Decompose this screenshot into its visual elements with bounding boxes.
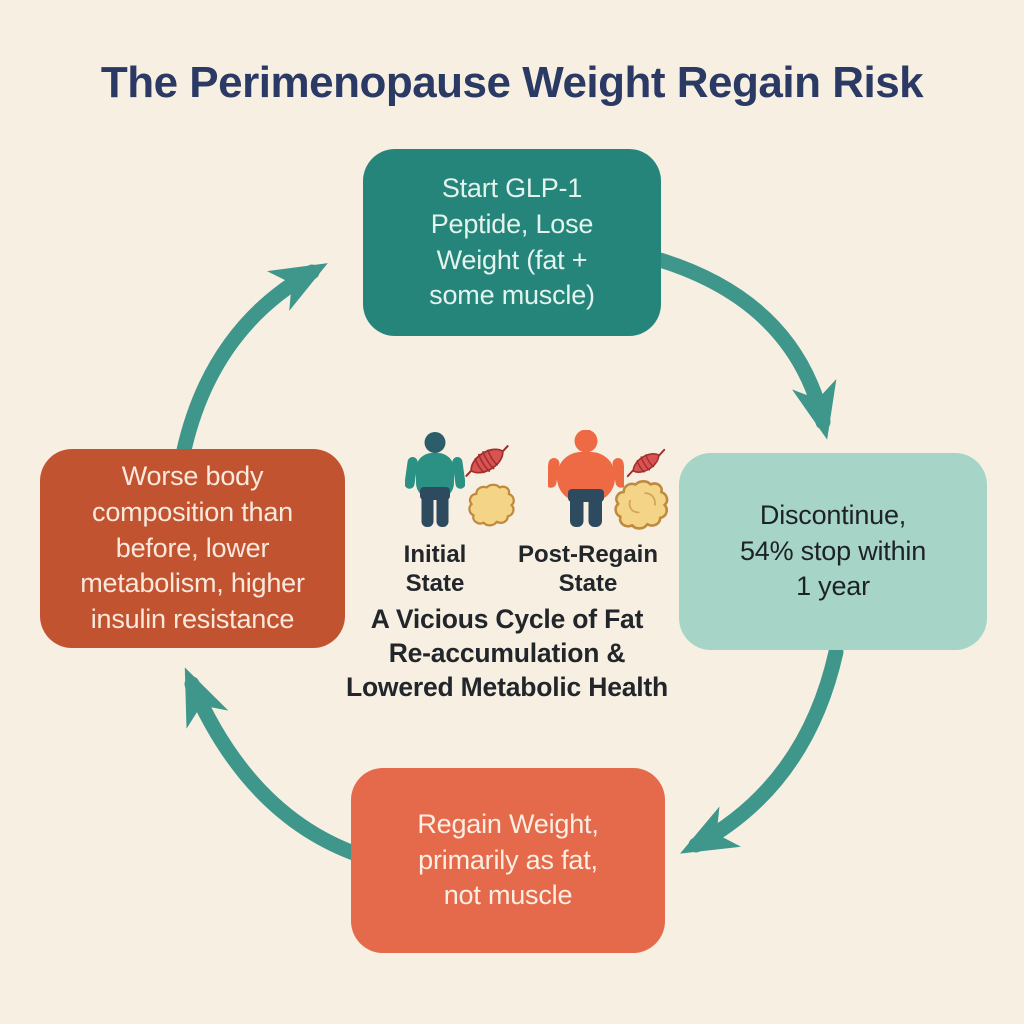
cycle-caption: A Vicious Cycle of Fat Re-accumulation &…	[345, 604, 669, 702]
node-start-glp1: Start GLP-1 Peptide, Lose Weight (fat + …	[363, 149, 661, 336]
fat-blob-icon	[614, 480, 669, 530]
initial-state-label: Initial State	[403, 541, 467, 598]
post-regain-state-label: Post-Regain State	[517, 541, 658, 598]
arrow-bottom-to-left-icon	[184, 667, 370, 864]
node-regain-weight-label: Regain Weight, primarily as fat, not mus…	[417, 808, 599, 911]
page-title: The Perimenopause Weight Regain Risk	[100, 58, 924, 107]
muscle-icon	[465, 445, 509, 477]
node-worse-composition: Worse body composition than before, lowe…	[40, 449, 345, 648]
muscle-icon	[626, 448, 666, 478]
node-discontinue-label: Discontinue, 54% stop within 1 year	[739, 499, 927, 602]
arrow-top-to-right-icon	[652, 252, 837, 440]
arrow-left-to-top-icon	[176, 263, 328, 458]
node-regain-weight: Regain Weight, primarily as fat, not mus…	[351, 768, 665, 953]
node-start-glp1-label: Start GLP-1 Peptide, Lose Weight (fat + …	[429, 172, 595, 311]
node-discontinue: Discontinue, 54% stop within 1 year	[679, 453, 987, 650]
person-post-regain-icon	[548, 430, 624, 527]
node-worse-composition-label: Worse body composition than before, lowe…	[80, 460, 305, 635]
person-initial-icon	[405, 432, 465, 527]
fat-blob-icon	[468, 483, 515, 527]
